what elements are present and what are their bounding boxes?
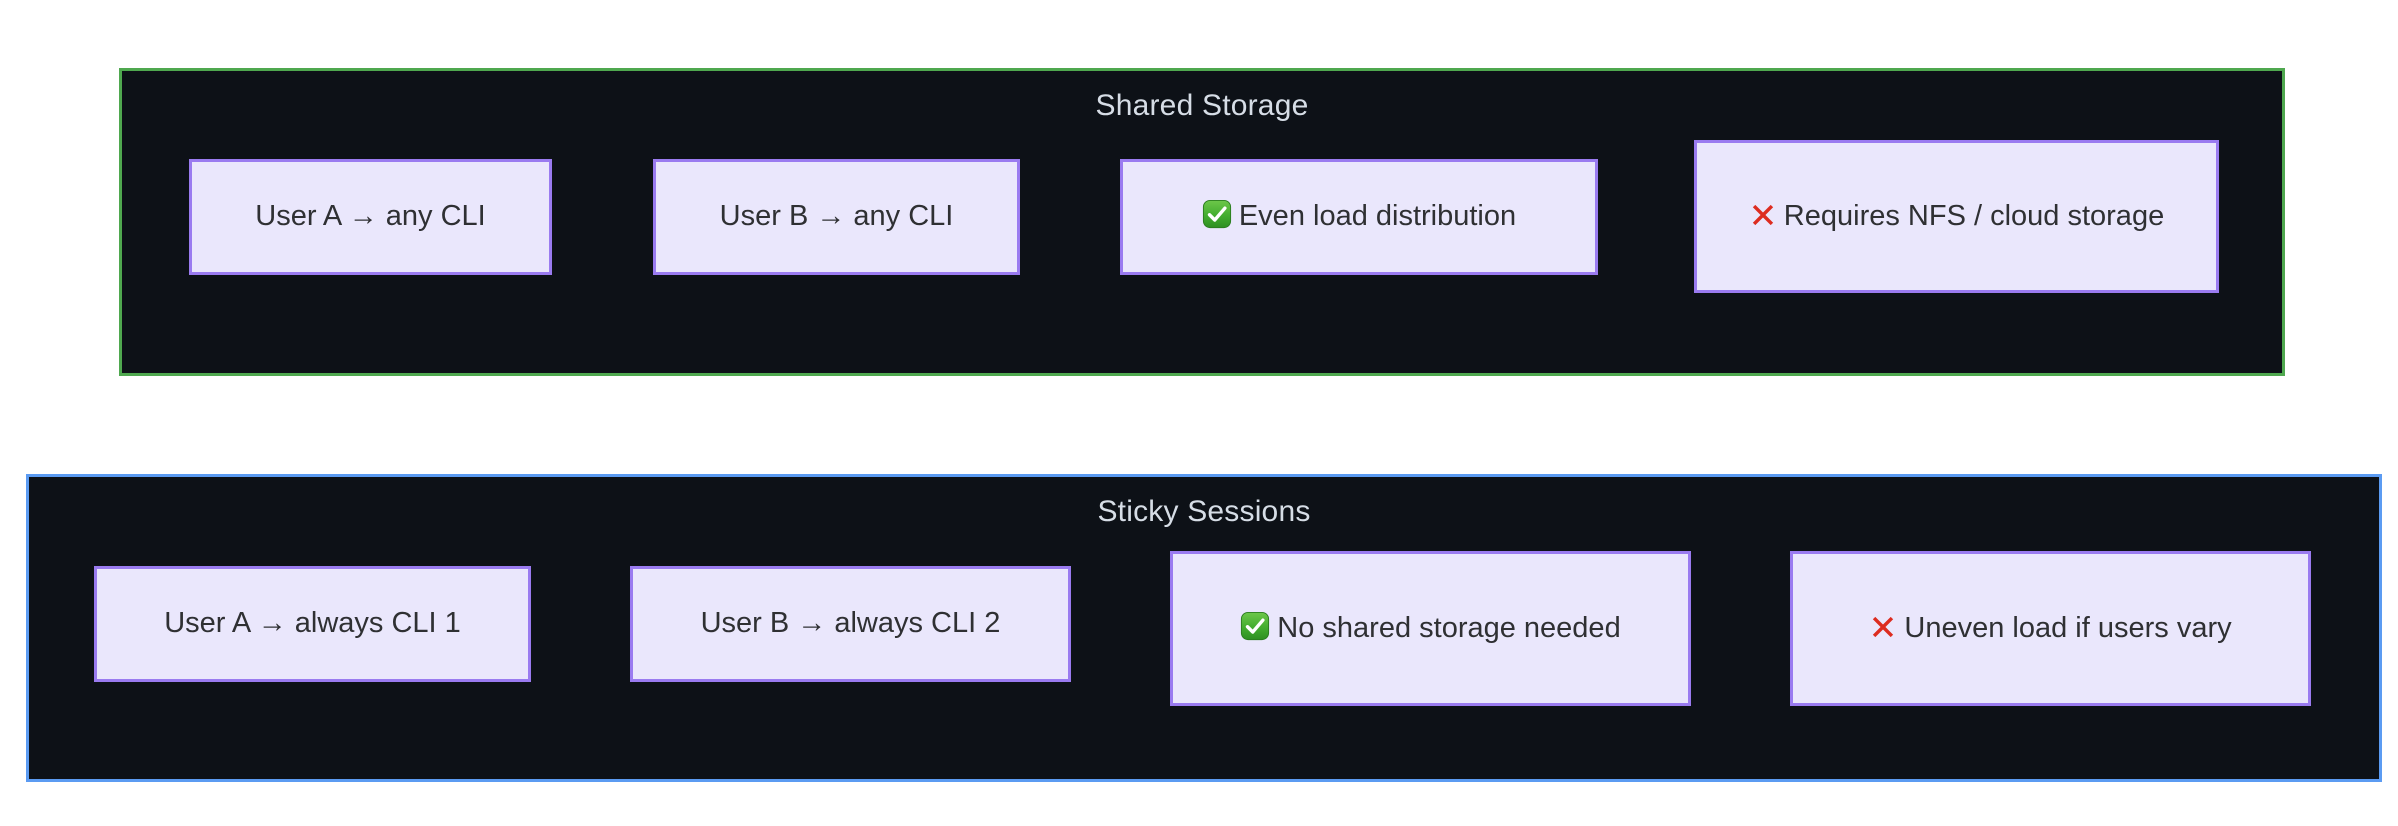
- cross-mark-icon: [1869, 613, 1897, 641]
- node-text-requires-nfs-cloud-storage: Requires NFS / cloud storage: [1783, 199, 2165, 232]
- node-user-b-any-cli[interactable]: User B → any CLI: [653, 159, 1020, 275]
- cross-mark-icon: [1749, 201, 1777, 229]
- node-text-even-load-distribution: Even load distribution: [1238, 200, 1517, 233]
- node-label-user-b-always-cli-2: User B → always CLI 2: [700, 607, 1001, 640]
- node-requires-nfs-cloud-storage[interactable]: Requires NFS / cloud storage: [1694, 140, 2219, 293]
- node-uneven-load-if-users-vary[interactable]: Uneven load if users vary: [1790, 551, 2311, 706]
- node-user-a-any-cli[interactable]: User A → any CLI: [189, 159, 552, 275]
- node-label-user-a-always-cli-1: User A → always CLI 1: [164, 607, 461, 640]
- node-label-requires-nfs-cloud-storage: Requires NFS / cloud storage: [1711, 199, 2202, 234]
- node-even-load-distribution[interactable]: Even load distribution: [1120, 159, 1598, 275]
- node-label-even-load-distribution: Even load distribution: [1137, 199, 1581, 234]
- node-user-a-always-cli-1[interactable]: User A → always CLI 1: [94, 566, 531, 682]
- subgraph-title-shared-storage: Shared Storage: [1095, 89, 1309, 122]
- node-no-shared-storage-needed[interactable]: No shared storage needed: [1170, 551, 1691, 706]
- node-user-b-always-cli-2[interactable]: User B → always CLI 2: [630, 566, 1071, 682]
- node-text-no-shared-storage-needed: No shared storage needed: [1277, 611, 1621, 644]
- node-label-user-a-any-cli: User A → any CLI: [255, 200, 486, 233]
- check-mark-button-icon: [1202, 199, 1232, 229]
- subgraph-title-sticky-sessions: Sticky Sessions: [1097, 495, 1311, 528]
- check-mark-button-icon: [1240, 611, 1270, 641]
- node-label-user-b-any-cli: User B → any CLI: [719, 200, 954, 233]
- node-label-uneven-load-if-users-vary: Uneven load if users vary: [1807, 611, 2294, 646]
- node-text-uneven-load-if-users-vary: Uneven load if users vary: [1904, 611, 2232, 644]
- node-label-no-shared-storage-needed: No shared storage needed: [1187, 611, 1674, 646]
